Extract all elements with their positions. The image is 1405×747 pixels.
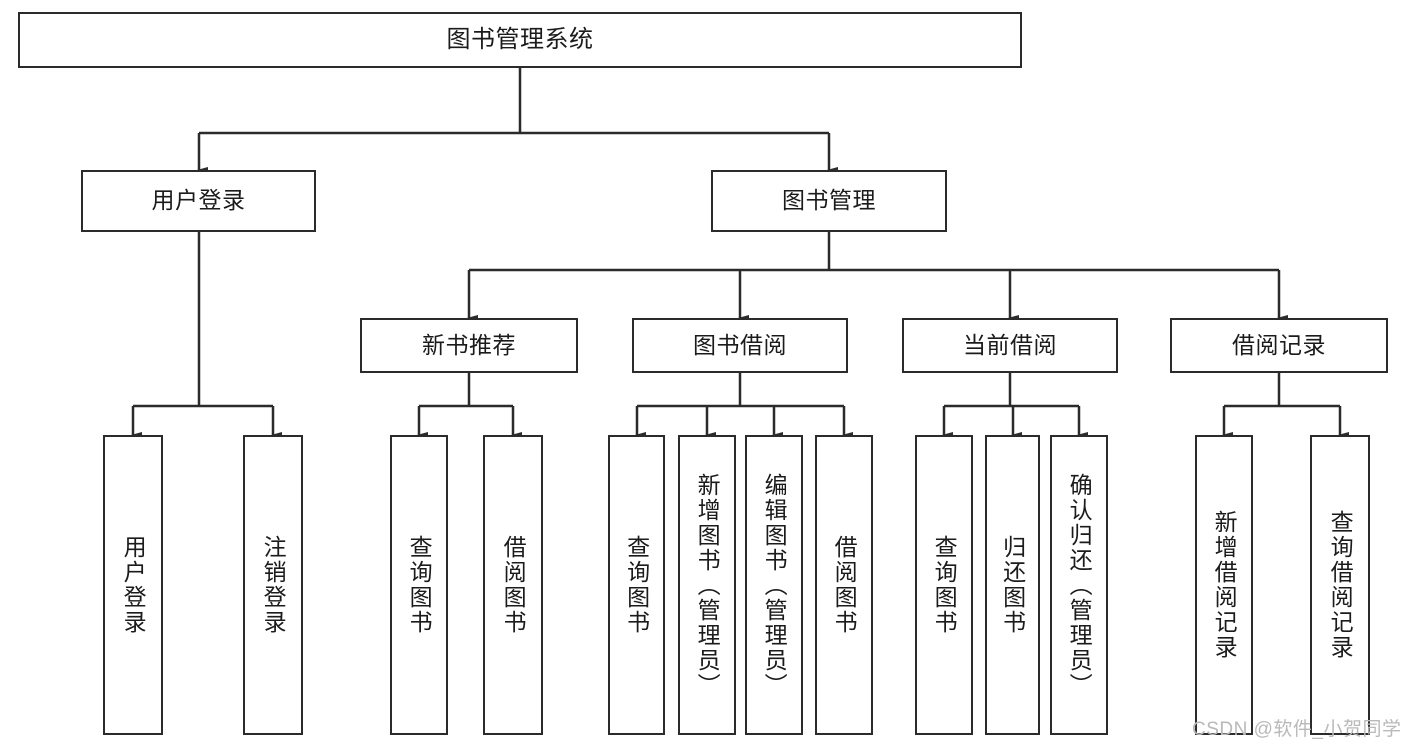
node-label-leaf-cu3: 确认归还（管理员） [1066, 472, 1093, 698]
node-label-leaf-bo4: 借阅图书 [831, 535, 858, 635]
node-login[interactable]: 用户登录 [81, 170, 316, 232]
node-label-leaf-cu1: 查询图书 [931, 535, 958, 635]
node-label-newbook: 新书推荐 [422, 331, 516, 358]
node-label-leaf-re1: 新增借阅记录 [1211, 510, 1238, 660]
node-label-leaf-re2: 查询借阅记录 [1327, 510, 1354, 660]
csdn-watermark: CSDN @软件_小贺同学 [1192, 719, 1402, 740]
node-leaf-re1[interactable]: 新增借阅记录 [1195, 435, 1253, 735]
node-leaf-login2[interactable]: 注销登录 [243, 435, 303, 735]
node-records[interactable]: 借阅记录 [1170, 318, 1388, 373]
node-leaf-re2[interactable]: 查询借阅记录 [1310, 435, 1370, 735]
node-leaf-bo1[interactable]: 查询图书 [608, 435, 665, 735]
node-label-leaf-nb1: 查询图书 [406, 535, 433, 635]
node-leaf-login1[interactable]: 用户登录 [103, 435, 163, 735]
node-label-login: 用户登录 [151, 187, 246, 214]
node-current[interactable]: 当前借阅 [902, 318, 1118, 373]
node-label-borrow: 图书借阅 [693, 331, 787, 358]
node-label-bookmgmt: 图书管理 [782, 187, 876, 214]
node-leaf-cu1[interactable]: 查询图书 [915, 435, 973, 735]
node-newbook[interactable]: 新书推荐 [360, 318, 578, 373]
node-label-leaf-cu2: 归还图书 [999, 535, 1026, 635]
node-label-leaf-bo1: 查询图书 [623, 535, 650, 635]
node-borrow[interactable]: 图书借阅 [632, 318, 848, 373]
node-leaf-nb1[interactable]: 查询图书 [390, 435, 448, 735]
node-label-leaf-bo2: 新增图书（管理员） [694, 472, 721, 698]
node-label-leaf-login1: 用户登录 [120, 535, 147, 635]
node-leaf-nb2[interactable]: 借阅图书 [483, 435, 543, 735]
node-root[interactable]: 图书管理系统 [18, 12, 1022, 68]
node-leaf-bo4[interactable]: 借阅图书 [815, 435, 873, 735]
node-bookmgmt[interactable]: 图书管理 [711, 170, 947, 232]
node-leaf-bo2[interactable]: 新增图书（管理员） [678, 435, 736, 735]
node-leaf-bo3[interactable]: 编辑图书（管理员） [745, 435, 803, 735]
node-leaf-cu2[interactable]: 归还图书 [985, 435, 1040, 735]
node-label-records: 借阅记录 [1232, 331, 1326, 358]
node-label-leaf-bo3: 编辑图书（管理员） [761, 472, 788, 698]
node-label-current: 当前借阅 [963, 331, 1057, 358]
node-label-leaf-nb2: 借阅图书 [500, 535, 527, 635]
node-leaf-cu3[interactable]: 确认归还（管理员） [1050, 435, 1108, 735]
node-label-leaf-login2: 注销登录 [260, 535, 287, 635]
node-label-root: 图书管理系统 [446, 25, 594, 53]
